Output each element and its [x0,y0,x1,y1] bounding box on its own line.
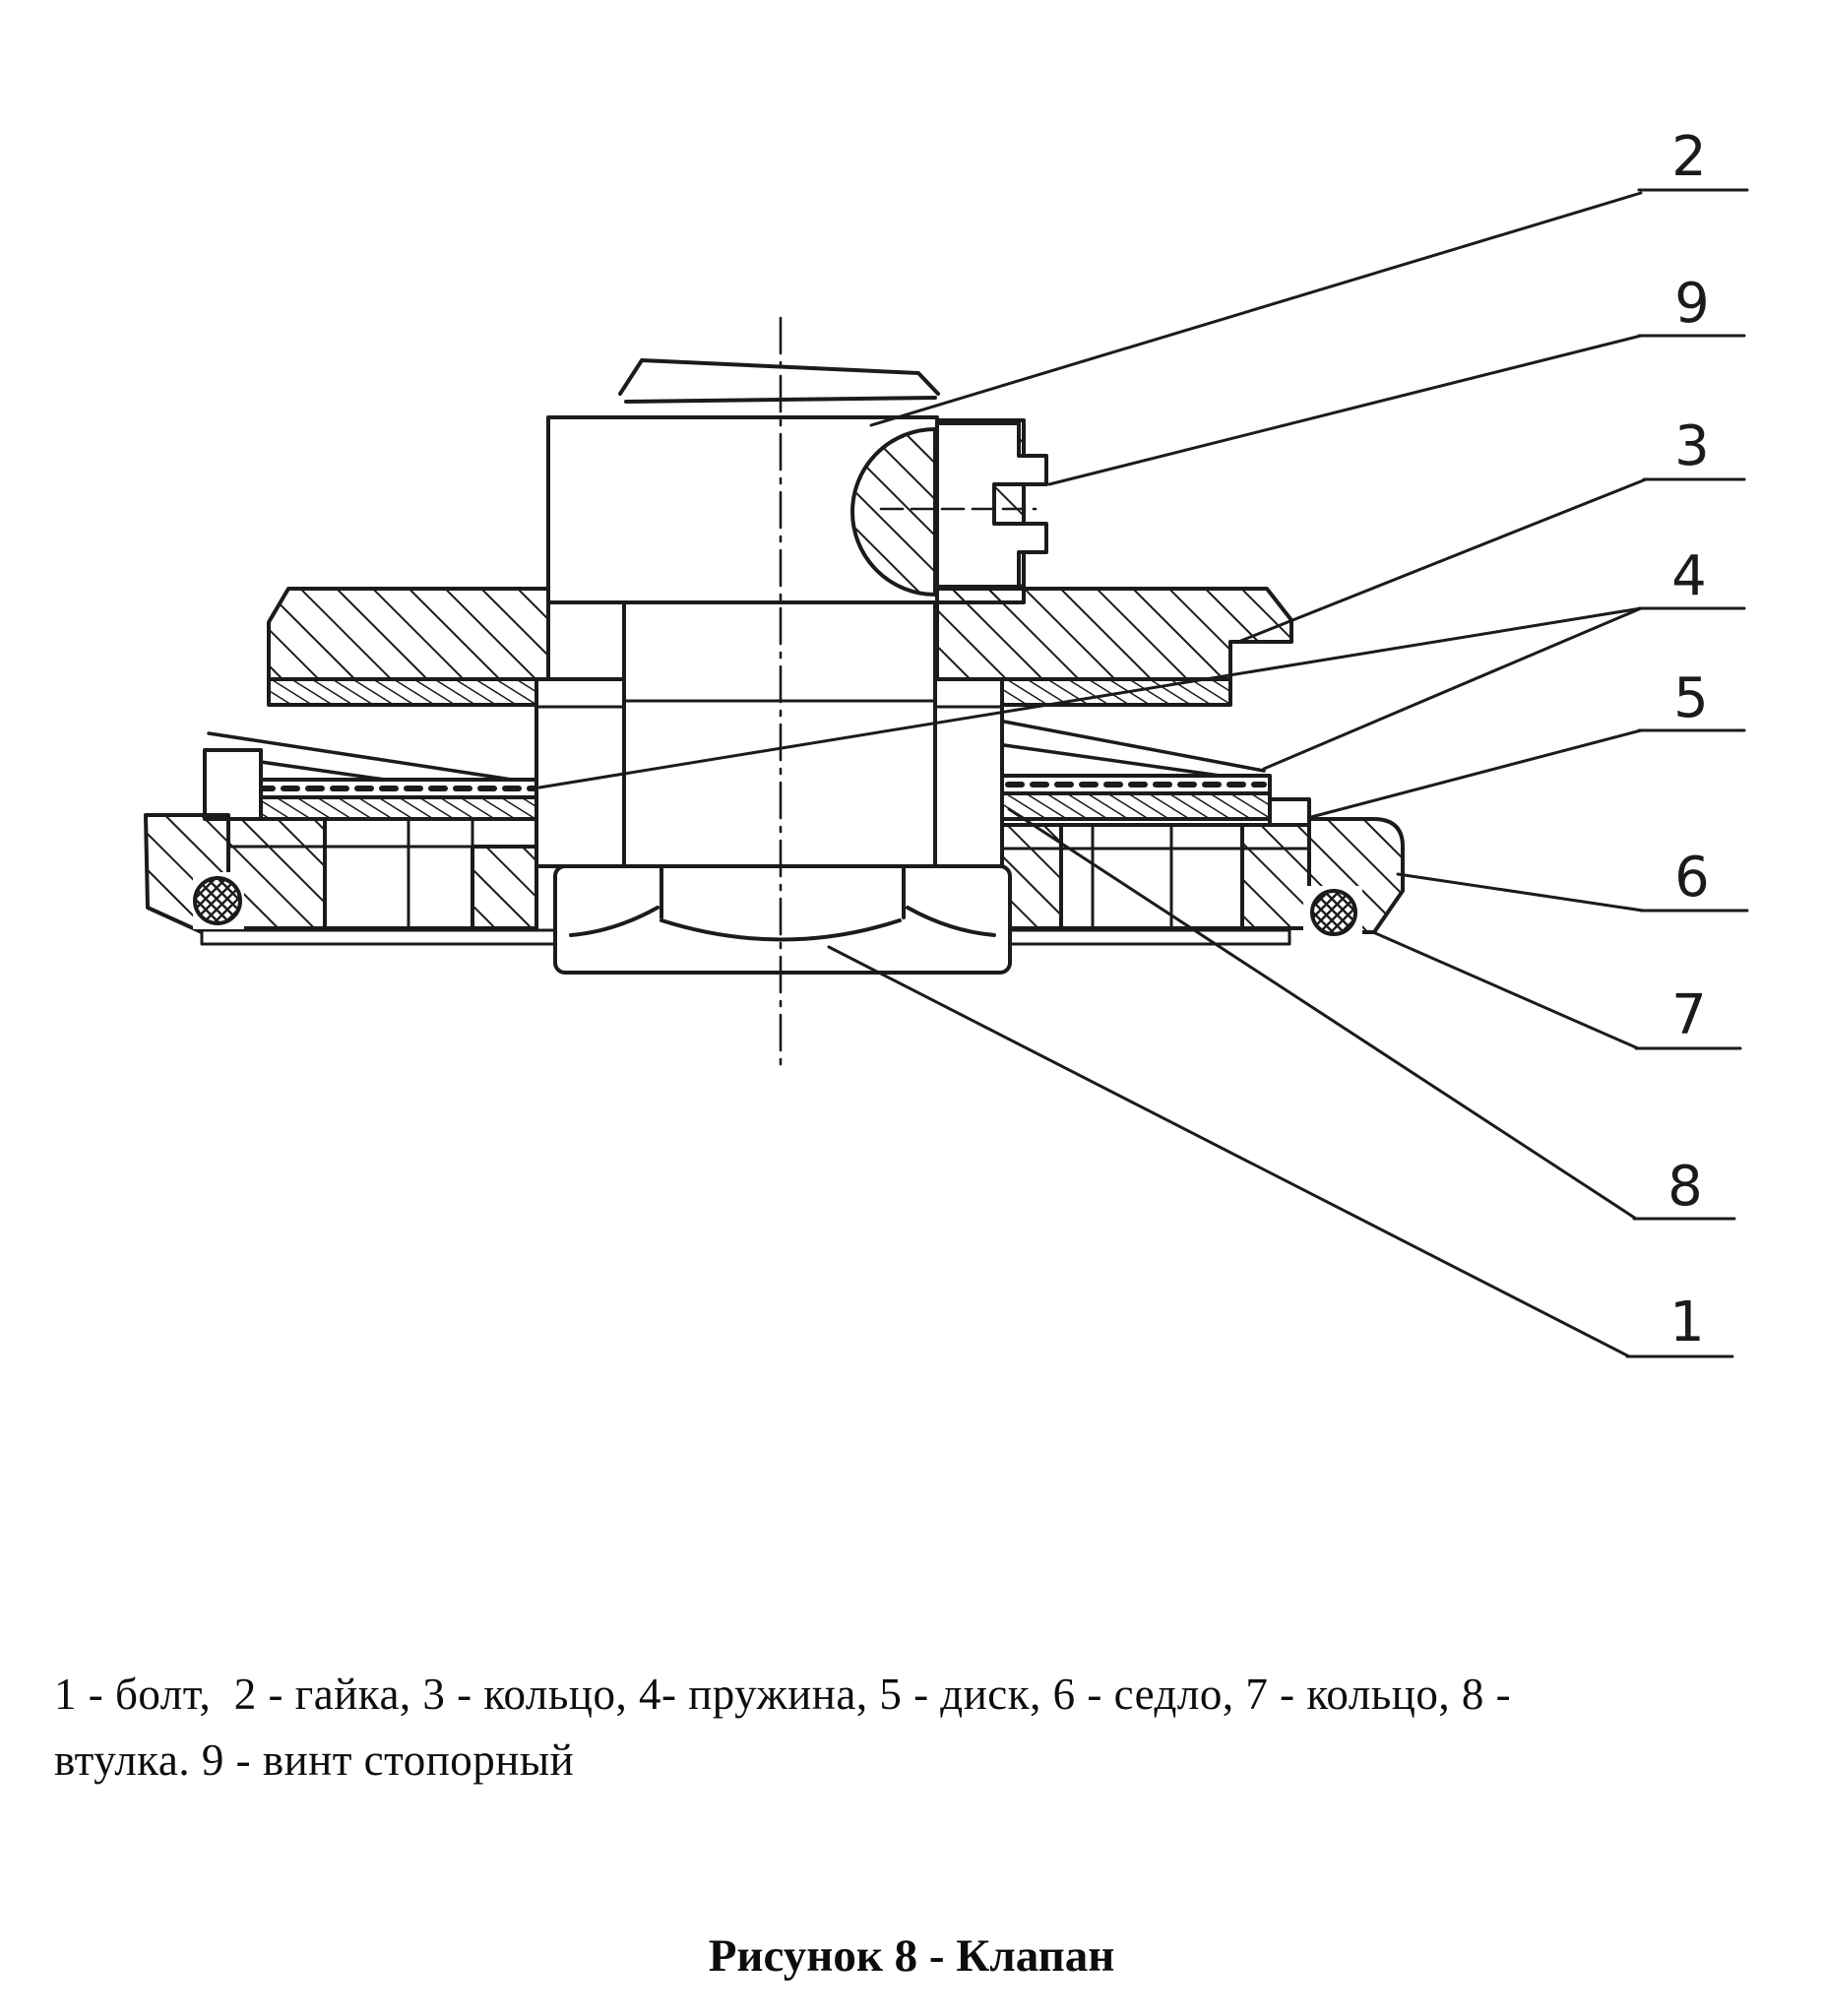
callout-5 [1309,728,1746,819]
callout-5-leader [1309,728,1643,819]
callout-2-number: 2 [1671,125,1707,189]
callout-7-number: 7 [1671,983,1707,1047]
callout-1-number: 1 [1669,1291,1705,1354]
callout-5-number: 5 [1673,666,1709,730]
callout-2-leader [869,191,1643,427]
callout-7-leader [1371,930,1640,1050]
callout-3-number: 3 [1674,414,1710,478]
callout-4-number: 4 [1671,544,1707,608]
callout-6 [1396,872,1749,913]
bolt-head [553,864,1012,975]
o-ring-left [193,872,244,929]
callout-6-number: 6 [1674,846,1710,910]
callout-8-number: 8 [1667,1155,1703,1219]
bushing-section [534,677,1004,868]
callout-8 [1007,807,1736,1221]
callout-9 [1047,334,1746,486]
callout-9-leader [1047,334,1643,486]
callout-3-leader [1236,477,1648,644]
figure-title: Рисунок 8 - Клапан [708,1930,1115,1982]
callout-1-leader [827,945,1631,1358]
parts-legend-caption: 1 - болт, 2 - гайка, 3 - кольцо, 4- пруж… [54,1662,1757,1793]
caption-line-2: втулка. 9 - винт стопорный [54,1734,575,1785]
callout-2 [869,188,1749,427]
callout-4 [537,606,1746,789]
callout-3 [1236,477,1746,644]
callout-7 [1371,930,1742,1050]
seat-section [144,748,1405,946]
o-ring-right [1303,886,1362,937]
callout-6-leader [1396,872,1645,913]
callout-1 [827,945,1734,1358]
caption-line-1: 1 - болт, 2 - гайка, 3 - кольцо, 4- пруж… [54,1670,1512,1719]
callout-4-leader-b [1262,606,1643,771]
callout-8-leader [1007,807,1638,1221]
callout-4-leader-a [537,606,1643,789]
callout-9-number: 9 [1674,272,1710,336]
stop-screw-section [879,421,1048,589]
